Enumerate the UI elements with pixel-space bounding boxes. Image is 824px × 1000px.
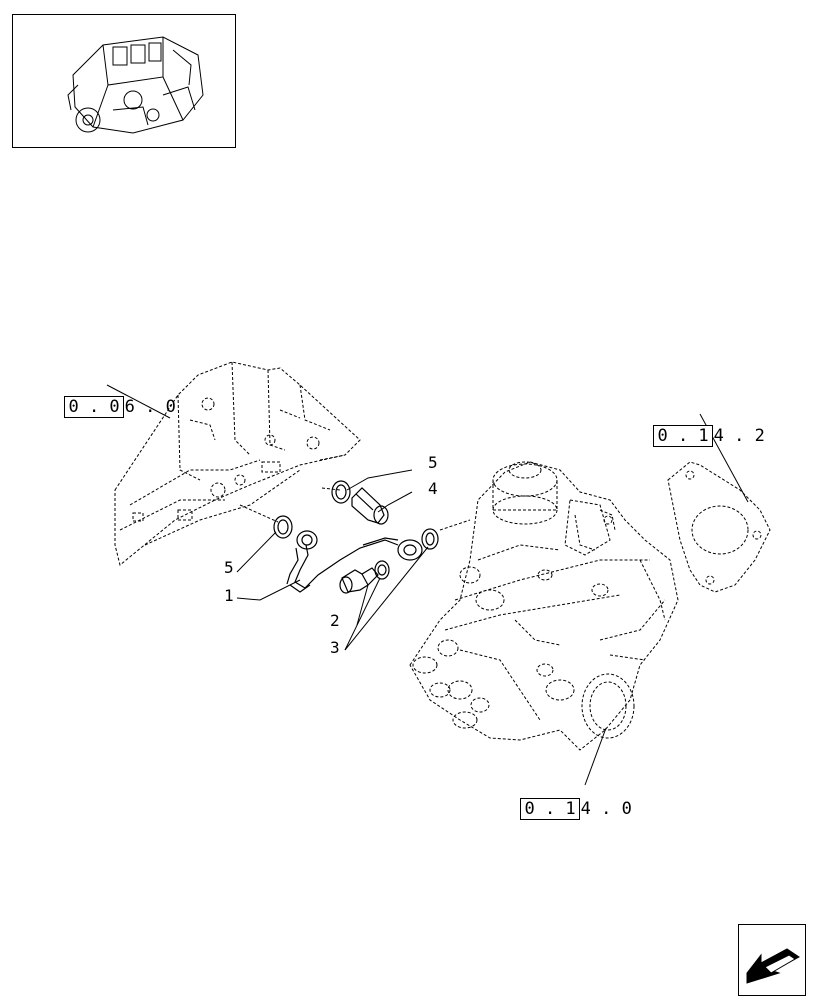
reference-suffix: 4 . 0 — [580, 799, 632, 819]
callout-1: 1 — [224, 586, 234, 605]
fuel-pipe — [294, 539, 399, 589]
next-page-button[interactable] — [738, 924, 806, 996]
engine-thumbnail — [12, 14, 236, 148]
reference-box: 0 . 1 — [653, 425, 713, 447]
banjo-bolt-4 — [351, 487, 385, 524]
injection-pump-outline — [409, 461, 679, 751]
reference-box: 0 . 1 — [520, 798, 580, 820]
callout-2: 2 — [330, 611, 340, 630]
callout-5-upper: 5 — [428, 453, 438, 472]
callout-5-lower: 5 — [224, 558, 234, 577]
next-page-arrow-icon — [746, 948, 800, 984]
banjo-bolt-2 — [341, 567, 379, 593]
gasket-plate — [667, 461, 771, 593]
engine-block-outline — [114, 361, 361, 566]
callout-3: 3 — [330, 638, 340, 657]
washer-5b — [331, 480, 351, 504]
reference-suffix: 4 . 2 — [713, 426, 765, 446]
washer-5a — [273, 515, 293, 539]
callout-4: 4 — [428, 479, 438, 498]
washer-3b — [421, 528, 439, 550]
washer-3a — [374, 560, 390, 580]
engine-thumbnail-icon — [67, 36, 204, 134]
reference-box: 0 . 0 — [64, 396, 124, 418]
reference-suffix: 6 . 0 — [124, 397, 176, 417]
